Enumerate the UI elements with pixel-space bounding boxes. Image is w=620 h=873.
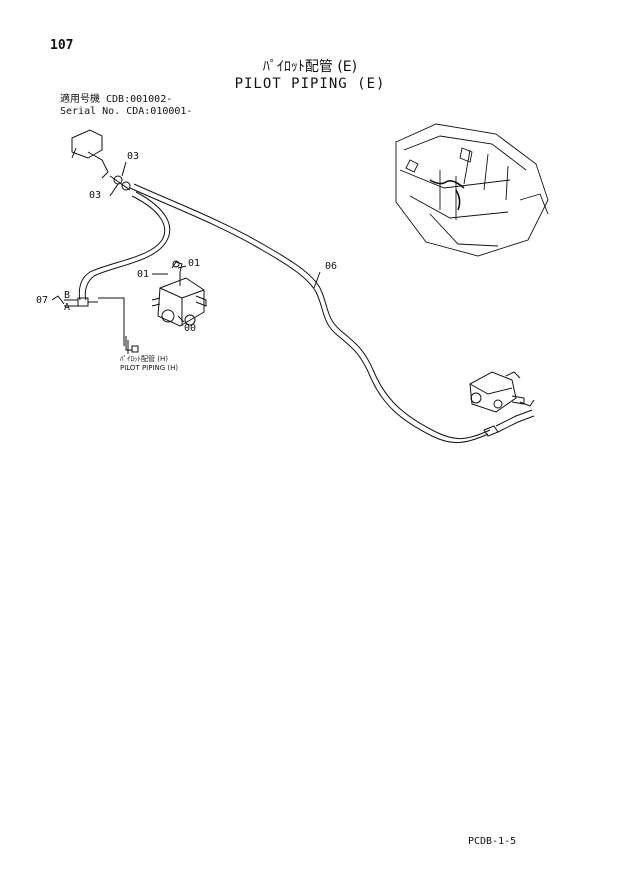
callout-06: 06 [325, 261, 338, 272]
page-number: 107 [50, 38, 74, 53]
title-english: PILOT PIPING (E) [234, 76, 386, 92]
footer-page-code: PCDB-1-5 [468, 836, 517, 847]
applicability-line-serial: Serial No. CDA:010001- [60, 106, 193, 117]
callout-03-upper: 03 [127, 151, 140, 162]
callout-07: 07 [36, 295, 49, 306]
callout-01-left: 01 [137, 269, 150, 280]
right-valve-fitting [469, 371, 535, 413]
port-fittings [64, 297, 139, 354]
port-label-a: A [64, 302, 71, 313]
reference-note-jp: ﾊﾟｲﾛｯﾄ配管 (H) [120, 355, 168, 363]
port-label-b: B [64, 290, 71, 301]
reference-note: ﾊﾟｲﾛｯﾄ配管 (H) PILOT PIPING (H) [120, 355, 178, 373]
machine-overview [395, 123, 549, 257]
upper-left-fitting [71, 129, 131, 191]
hose-left-loop [78, 191, 171, 301]
callout-00: 00 [184, 323, 197, 334]
applicability-line-jp: 適用号機 CDB:001002- [60, 94, 173, 105]
applicability-block: 適用号機 CDB:001002- Serial No. CDA:010001- [60, 94, 192, 118]
hose-06 [129, 183, 535, 443]
callout-03-lower: 03 [89, 190, 102, 201]
pilot-valve-00 [151, 260, 207, 327]
callout-leaders [51, 161, 321, 323]
callout-01-right: 01 [188, 258, 201, 269]
reference-note-en: PILOT PIPING (H) [120, 364, 179, 372]
title-japanese: ﾊﾟｲﾛｯﾄ配管 (E) [262, 59, 358, 75]
